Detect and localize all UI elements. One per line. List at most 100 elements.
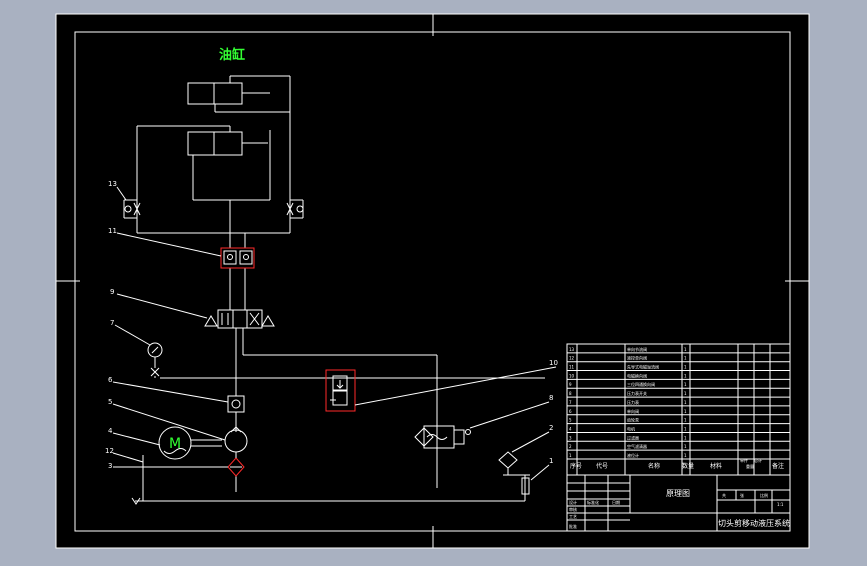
bom-row-qty: 1: [684, 391, 687, 396]
bom-row-seq: 8: [569, 391, 572, 396]
bom-row-seq: 11: [569, 365, 575, 370]
total-label: 共: [722, 492, 726, 498]
bom-row-name: 先导式电磁溢流阀: [627, 364, 659, 370]
bom-row-name: 电机: [627, 425, 635, 431]
drawing-name: 切头剪移动液压系统: [718, 518, 790, 528]
bom-row-seq: 5: [569, 418, 572, 423]
drain-symbol: [131, 497, 141, 505]
title-block-grid: [566, 474, 791, 532]
bom-row-qty: 1: [684, 418, 687, 423]
bom-row-seq: 9: [569, 382, 572, 387]
bom-row-name: 单向阀: [627, 408, 639, 414]
pressure-gauge: [147, 342, 163, 378]
bom-row-name: 空气滤清器: [627, 443, 647, 449]
bom-row-seq: 7: [569, 400, 572, 405]
bom-header-total-weight: 总计: [754, 457, 762, 463]
bom-header: 序号 代号 名称 数量 材料 单件 总计 重量 备注: [570, 457, 784, 470]
level-gauge: [521, 477, 530, 495]
bom-row-name: 过滤器: [627, 434, 639, 440]
standard-label: 标准化: [587, 499, 599, 505]
bom-header-weight: 重量: [746, 463, 754, 469]
bom-row-seq: 1: [569, 453, 572, 458]
part-label-3: 3: [108, 462, 112, 470]
bom-header-unit-weight: 单件: [740, 457, 748, 463]
bom-header-qty: 数量: [682, 462, 694, 470]
part-numbers: 13 11 9 7 6 5 4 12 3 10 8 2 1: [105, 180, 558, 470]
title-block-text: 原理图 切头剪移动液压系统 比例 1:1 共 张 设计 审核 工艺 批准 标准化…: [569, 489, 790, 529]
part-label-9: 9: [110, 288, 114, 296]
relief-valve: [325, 369, 356, 412]
bom-row-name: 液位计: [627, 452, 639, 458]
part-label-11: 11: [108, 227, 117, 235]
check-valve: [227, 395, 245, 413]
cylinder-upper: [187, 75, 291, 113]
centering-marks: [56, 14, 809, 548]
bom-header-seq: 序号: [570, 462, 582, 470]
bom-row-name: 齿轮泵: [627, 417, 639, 423]
hydraulic-lines: [135, 112, 545, 502]
designer-label: 设计: [569, 499, 577, 505]
bom-row-seq: 12: [569, 356, 575, 361]
process-label: 工艺: [569, 514, 577, 519]
motor: M: [158, 426, 192, 460]
filter: [227, 452, 245, 477]
part-label-1: 1: [549, 457, 553, 465]
date-label: 日期: [612, 499, 620, 505]
bom-row-name: 液控单向阀: [627, 355, 647, 361]
bom-row-qty: 1: [684, 373, 687, 378]
bom-row-qty: 1: [684, 382, 687, 387]
bom-row-name: 电磁换向阀: [627, 372, 647, 378]
bom-header-remarks: 备注: [772, 462, 784, 470]
throttle-valve-right: [286, 199, 304, 219]
directional-valve: [204, 309, 275, 329]
part-label-8: 8: [549, 394, 553, 402]
bom-row-qty: 1: [684, 356, 687, 361]
scale-value: 1:1: [777, 502, 784, 507]
leader-lines: [112, 186, 557, 481]
drawing-sheet: [55, 13, 810, 549]
bom-row-seq: 13: [569, 347, 575, 352]
hydraulic-lock-valve: [220, 247, 255, 269]
bom-row-seq: 10: [569, 373, 575, 378]
drawing-title: 原理图: [666, 489, 690, 498]
approve-label: 批准: [569, 523, 577, 529]
bom-row-qty: 1: [684, 426, 687, 431]
part-label-13: 13: [108, 180, 117, 188]
part-label-5: 5: [108, 398, 112, 406]
part-label-7: 7: [110, 319, 114, 327]
bom-row-qty: 1: [684, 347, 687, 352]
bom-row-qty: 1: [684, 365, 687, 370]
bom-row-qty: 1: [684, 409, 687, 414]
bom-row-seq: 3: [569, 435, 572, 440]
air-filter: [498, 451, 530, 476]
scale-label: 比例: [760, 492, 768, 498]
bom-row-name: 单向节流阀: [627, 346, 647, 352]
bom-header-name: 名称: [648, 462, 660, 470]
part-label-6: 6: [108, 376, 113, 384]
bom-row-name: 三位四通换向阀: [627, 381, 655, 387]
bom-row-name: 压力表: [627, 399, 639, 405]
solenoid-valve: [414, 425, 471, 449]
bom-row-qty: 1: [684, 400, 687, 405]
part-label-4: 4: [108, 427, 113, 435]
part-label-10: 10: [549, 359, 558, 367]
bom-row-qty: 1: [684, 444, 687, 449]
throttle-valve-left: [123, 199, 141, 219]
sheet-label: 张: [740, 492, 744, 498]
checker-label: 审核: [569, 506, 577, 512]
cylinder-lower: [137, 125, 271, 201]
part-label-2: 2: [549, 424, 553, 432]
bom-header-material: 材料: [710, 462, 722, 470]
bom-row-seq: 6: [569, 409, 572, 414]
bom-row-seq: 2: [569, 444, 572, 449]
bom-row-seq: 4: [569, 426, 572, 431]
bom-row-name: 压力表开关: [627, 390, 647, 396]
cylinder-title: 油缸: [219, 47, 245, 63]
bom-header-code: 代号: [596, 462, 608, 470]
bom-row-qty: 1: [684, 435, 687, 440]
bom-row-qty: 1: [684, 453, 687, 458]
motor-symbol: M: [169, 436, 181, 452]
